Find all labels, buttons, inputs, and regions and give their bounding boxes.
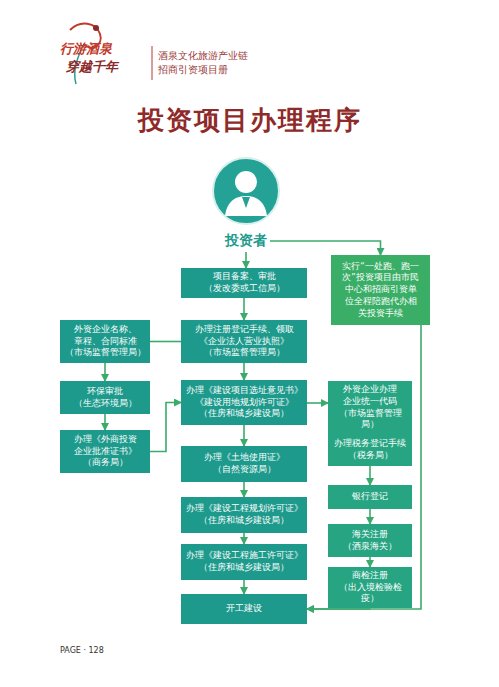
process-box: 项目备案、审批 （发改委或工信局） — [181, 268, 307, 298]
node-text: 开工建设 — [226, 603, 262, 615]
flow-arrow — [369, 509, 371, 524]
process-box: 外资企业名称、 章程、合同标准 （市场监督管理局） — [60, 320, 150, 363]
process-box: 银行登记 — [328, 485, 412, 509]
header-text: 招商引资项目册 — [158, 64, 228, 77]
node-text: 办理《外商投资 企业批准证书》 （商务局） — [74, 434, 137, 469]
process-box: 办理《建设工程规划许可证》 （住房和城乡建设局） — [181, 497, 307, 533]
process-box: 办理《建设项目选址意见书》 《建设用地规划许可证》 （住房和城乡建设局） — [181, 380, 307, 425]
header-text: 穿越千年 — [66, 58, 118, 76]
node-text: 办理《建设工程规划许可证》 （住房和城乡建设局） — [186, 503, 303, 526]
node-text: 银行登记 — [352, 491, 388, 503]
node-text: 办理注册登记手续、领取 《企业法人营业执照》 （市场监督管理局） — [195, 324, 294, 359]
flow-arrow — [369, 466, 371, 485]
divider — [152, 46, 153, 80]
service-box: 实行“一处跑、跑一次”投资项目由市民中心和招商引资单位全程陪跑代办相关投资手续 — [331, 255, 430, 325]
flow-arrow — [243, 482, 245, 497]
flow-arrow — [104, 363, 106, 381]
title: 投资项目办理程序 — [0, 103, 499, 138]
flow-arrow — [307, 325, 421, 609]
process-box: 环保审批 （生态环境局） — [60, 381, 150, 414]
node-text: 商检注册 （出入境检验检疫） — [331, 570, 409, 605]
node-text: 办理税务登记手续 （税务局） — [334, 438, 406, 461]
flow-arrow — [104, 414, 106, 430]
flow-arrow — [369, 557, 371, 567]
flow-arrow — [243, 363, 245, 380]
process-box: 办理《建设工程施工许可证》 （住房和城乡建设局） — [181, 544, 307, 580]
flow-arrow — [270, 241, 381, 255]
flow-arrow — [150, 403, 181, 452]
node-text: 外资企业名称、 章程、合同标准 （市场监督管理局） — [65, 324, 146, 359]
person-icon — [211, 156, 281, 226]
flow-arrow — [243, 533, 245, 544]
flow-arrow — [243, 298, 245, 320]
node-text: 海关注册 （酒泉海关） — [343, 529, 397, 552]
process-box: 开工建设 — [181, 594, 307, 624]
flow-arrow — [243, 580, 245, 594]
actor-node: 投资者 — [206, 150, 286, 250]
flow-arrow — [307, 402, 328, 404]
flow-arrow — [243, 425, 245, 446]
process-box: 外资企业办理 企业统一代码 （市场监督管理局） — [328, 381, 412, 434]
flow-arrow — [150, 341, 181, 343]
process-box: 办理《土地使用证》 （自然资源局） — [181, 446, 307, 482]
node-text: 外资企业办理 企业统一代码 （市场监督管理局） — [331, 384, 409, 431]
node-text: 办理《建设项目选址意见书》 《建设用地规划许可证》 （住房和城乡建设局） — [186, 385, 303, 420]
node-text: 实行“一处跑、跑一次”投资项目由市民中心和招商引资单位全程陪跑代办相关投资手续 — [342, 261, 419, 320]
node-text: 办理《建设工程施工许可证》 （住房和城乡建设局） — [186, 550, 303, 573]
process-box: 办理《外商投资 企业批准证书》 （商务局） — [60, 430, 150, 473]
node-text: 项目备案、审批 （发改委或工信局） — [204, 271, 285, 294]
header-text: 酒泉文化旅游产业链 — [158, 50, 248, 63]
figure-head — [93, 25, 99, 31]
process-box: 办理注册登记手续、领取 《企业法人营业执照》 （市场监督管理局） — [181, 320, 307, 363]
process-box: 海关注册 （酒泉海关） — [328, 524, 412, 557]
node-text: 办理《土地使用证》 （自然资源局） — [204, 452, 285, 475]
process-box: 商检注册 （出入境检验检疫） — [328, 567, 412, 608]
header-text: PAGE · 128 — [60, 646, 104, 655]
node-text: 环保审批 （生态环境局） — [74, 386, 137, 409]
header-text: 行游酒泉 — [60, 40, 112, 58]
process-box: 办理税务登记手续 （税务局） — [328, 433, 412, 466]
flow-arrow — [245, 252, 247, 268]
node-text: 投资者 — [225, 232, 267, 250]
